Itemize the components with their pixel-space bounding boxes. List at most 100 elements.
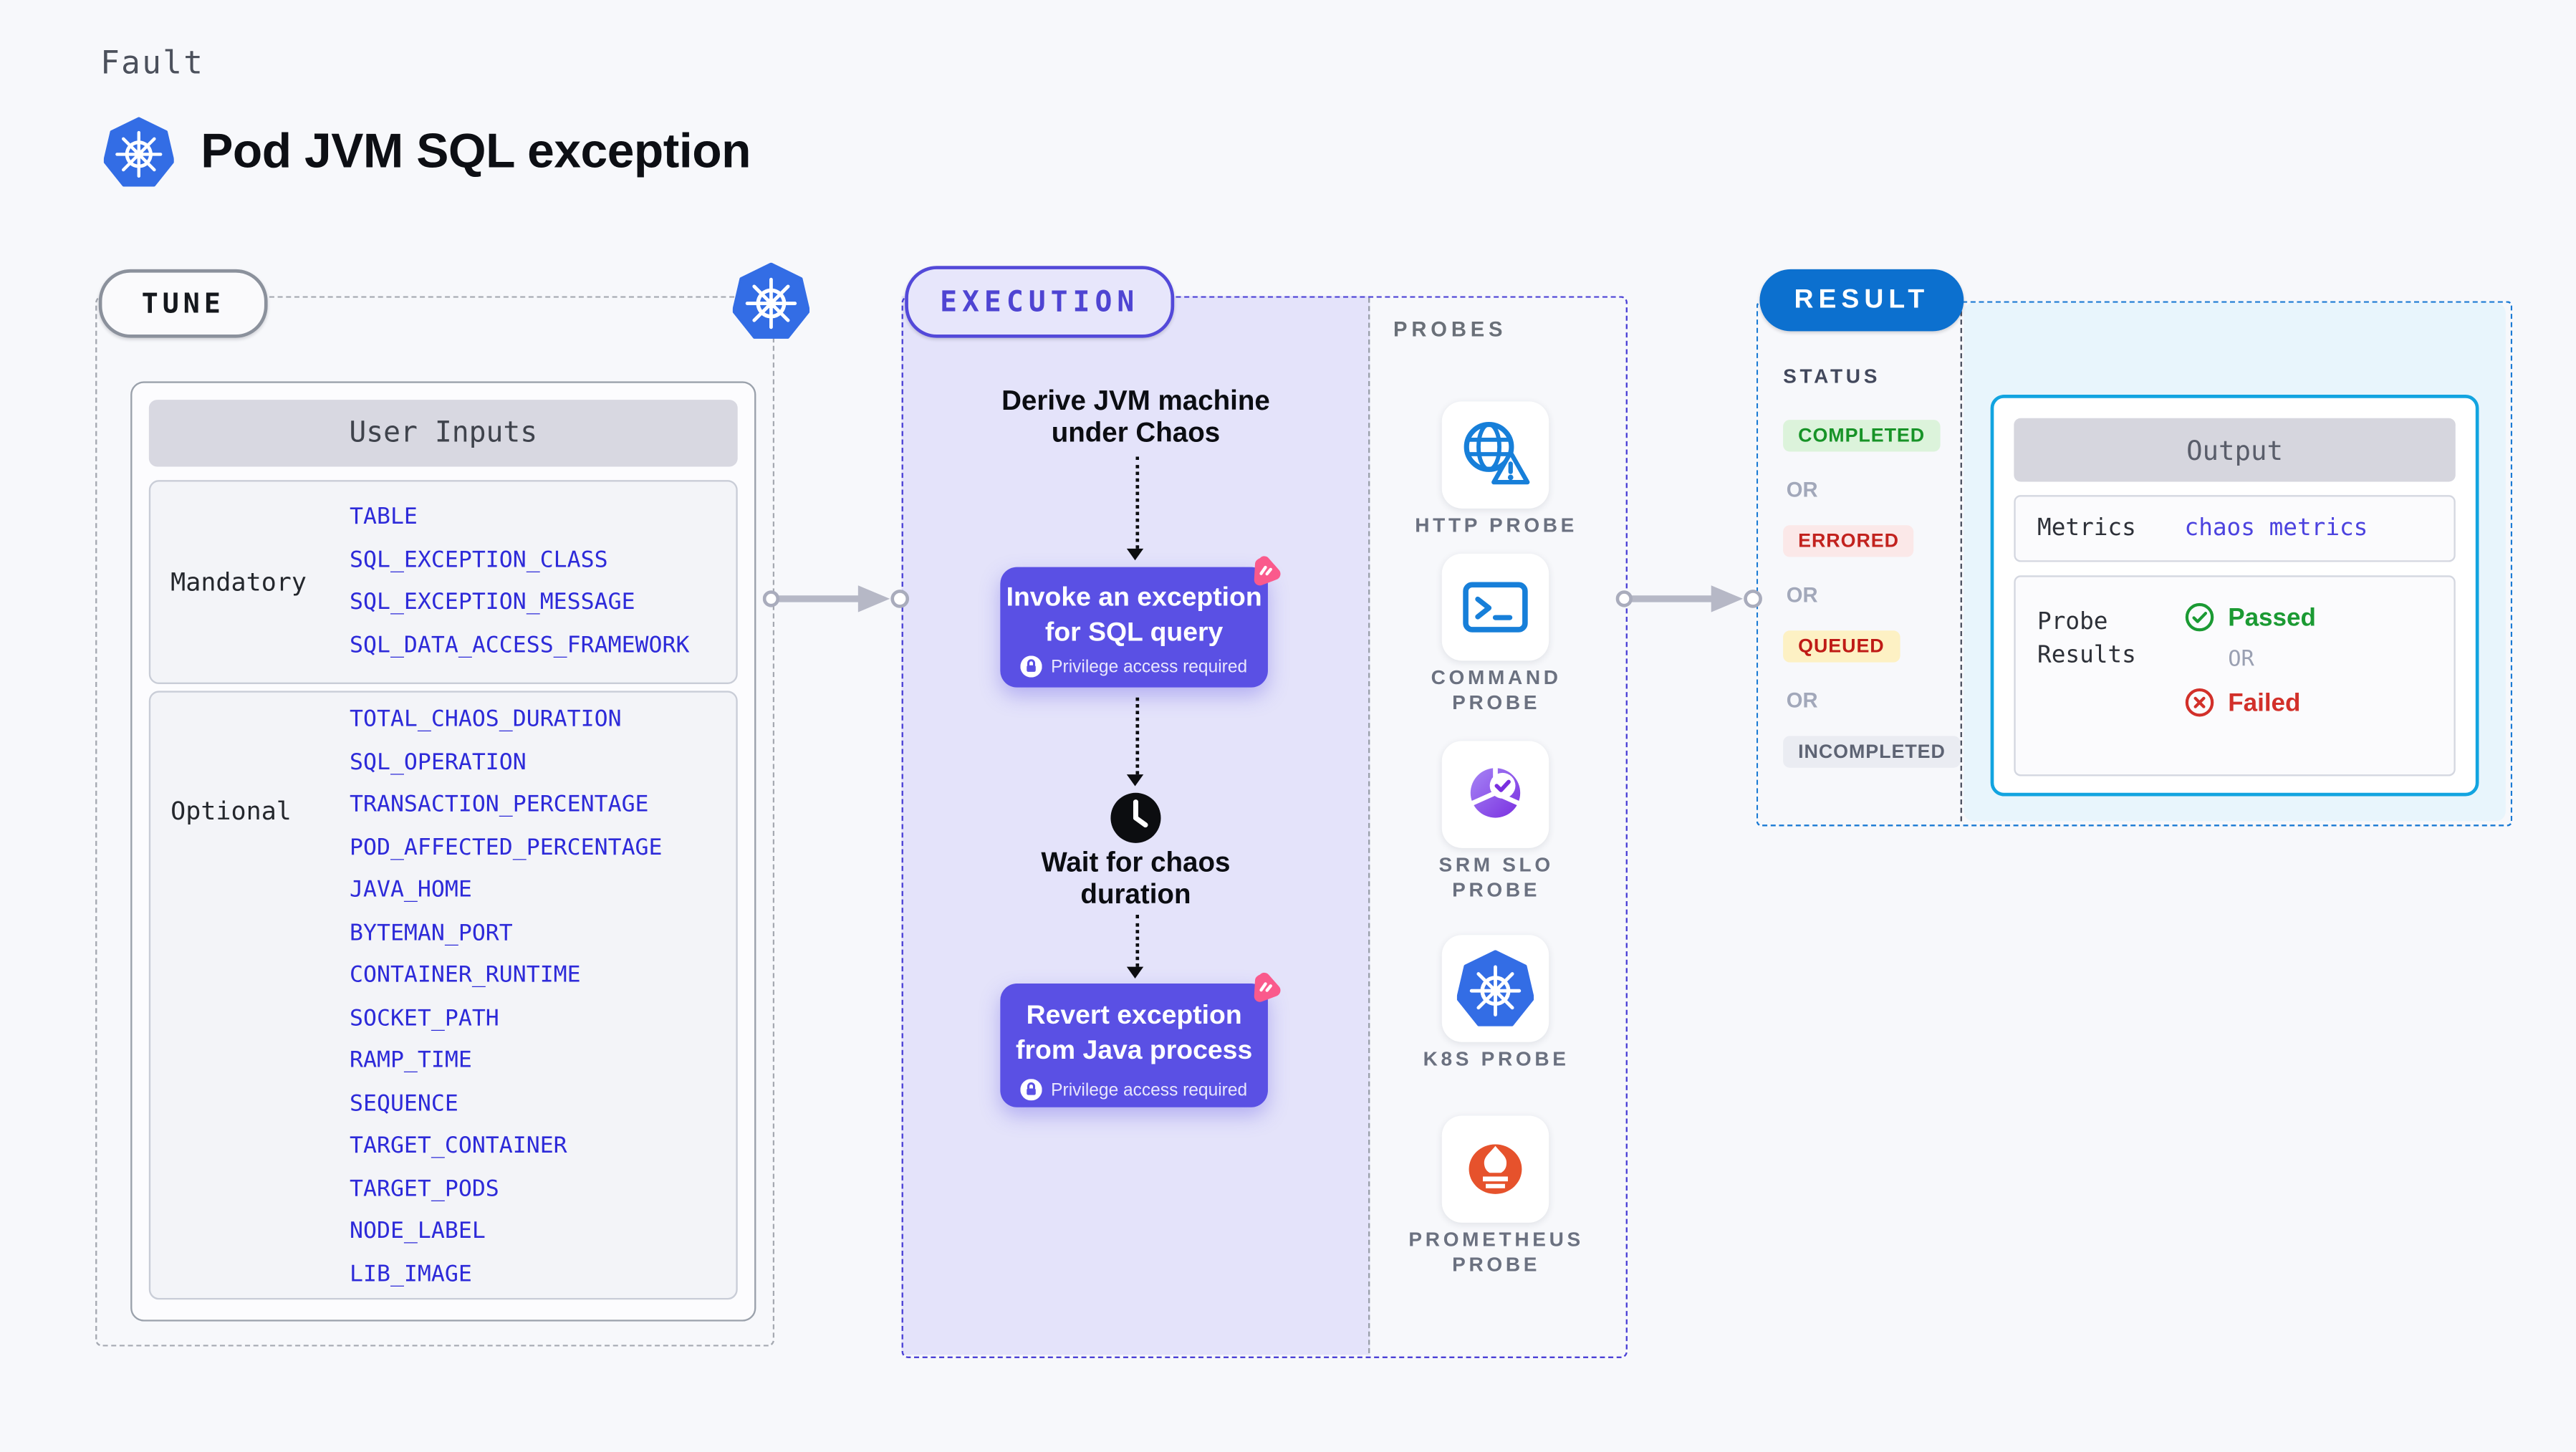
litmus-badge-icon: [1244, 966, 1287, 1009]
execution-flow: Derive JVM machine under Chaos Invoke an…: [902, 296, 1370, 1355]
result-section-frame: [1756, 301, 2513, 827]
probe-label: COMMAND PROBE: [1431, 665, 1562, 715]
input-var: TARGET_CONTAINER: [350, 1132, 567, 1160]
slo-check-icon: [1457, 756, 1534, 832]
page-title: Pod JVM SQL exception: [201, 124, 751, 178]
arrow-right-connector: [762, 585, 910, 612]
lock-icon: [1021, 655, 1042, 677]
output-header: Output: [2014, 418, 2456, 482]
probe-label: SRM SLO PROBE: [1438, 852, 1554, 902]
probes-heading: PROBES: [1393, 317, 1507, 342]
check-circle-icon: [2185, 602, 2215, 633]
prometheus-icon: [1457, 1130, 1534, 1207]
or-label: OR: [1786, 689, 1818, 713]
input-var: RAMP_TIME: [350, 1047, 472, 1074]
passed-row: Passed: [2185, 602, 2316, 633]
arrow-right-connector: [1615, 585, 1762, 612]
execution-section-frame: [901, 296, 1628, 1359]
passed-label: Passed: [2228, 602, 2316, 632]
input-var: TRANSACTION_PERCENTAGE: [350, 791, 649, 818]
input-var: SEQUENCE: [350, 1090, 458, 1117]
metrics-row: Metrics chaos metrics: [2014, 495, 2456, 562]
tune-section-pill: TUNE: [98, 269, 268, 338]
x-circle-icon: [2185, 688, 2215, 718]
terminal-icon: [1457, 569, 1534, 645]
input-var: CONTAINER_RUNTIME: [350, 961, 581, 989]
output-box: Output Metrics chaos metrics Probe Resul…: [1990, 395, 2479, 797]
input-var: BYTEMAN_PORT: [350, 919, 513, 946]
arrow-head: [1126, 774, 1144, 787]
input-var: SQL_EXCEPTION_CLASS: [350, 546, 608, 574]
probe-card-http: [1441, 401, 1549, 509]
probe-label: PROMETHEUS PROBE: [1408, 1227, 1584, 1276]
probe-results-values: Passed OR Failed: [2185, 577, 2316, 775]
execution-probes-divider: [1368, 297, 1370, 1354]
status-badge: QUEUED: [1783, 630, 1900, 663]
or-label: OR: [1786, 583, 1818, 607]
dotted-arrow-connector: [1135, 456, 1140, 549]
status-badge: ERRORED: [1783, 525, 1914, 557]
wait-step-text: Wait for chaos duration: [1041, 847, 1231, 910]
input-var: POD_AFFECTED_PERCENTAGE: [350, 833, 663, 861]
kubernetes-icon: [733, 263, 809, 340]
arrow-head: [1126, 548, 1144, 561]
user-inputs-card: User Inputs Mandatory TABLE SQL_EXCEPTIO…: [130, 381, 756, 1322]
failed-row: Failed: [2185, 688, 2316, 718]
probes-column: PROBES HTTP PROBE COMMAND PROBE SRM SLO …: [1368, 296, 1624, 1355]
input-var: SQL_OPERATION: [350, 748, 527, 776]
mandatory-inputs-row: Mandatory TABLE SQL_EXCEPTION_CLASS SQL_…: [148, 480, 738, 685]
input-var: TOTAL_CHAOS_DURATION: [350, 706, 622, 733]
probe-card-k8s: [1441, 935, 1549, 1042]
optional-items: TOTAL_CHAOS_DURATION SQL_OPERATION TRANS…: [350, 693, 736, 1302]
input-var: SQL_DATA_ACCESS_FRAMEWORK: [350, 632, 690, 659]
lock-icon: [1021, 1079, 1042, 1100]
input-var: SOCKET_PATH: [350, 1004, 499, 1032]
status-badge: INCOMPLETED: [1783, 736, 1961, 768]
metrics-label: Metrics: [2037, 515, 2136, 542]
optional-label: Optional: [170, 796, 292, 827]
privilege-note: Privilege access required: [1000, 1079, 1268, 1100]
dotted-arrow-connector: [1135, 915, 1140, 967]
input-var: NODE_LABEL: [350, 1217, 486, 1245]
optional-inputs-row: Optional TOTAL_CHAOS_DURATION SQL_OPERAT…: [148, 691, 738, 1302]
mandatory-label: Mandatory: [170, 567, 307, 597]
fault-category-label: Fault: [100, 45, 205, 82]
input-var: JAVA_HOME: [350, 876, 472, 903]
litmus-badge-icon: [1244, 550, 1287, 592]
input-var: TABLE: [350, 504, 418, 531]
globe-warning-icon: [1457, 416, 1534, 493]
execution-section-pill: EXECUTION: [905, 266, 1175, 338]
invoke-exception-step: Invoke an exception for SQL query Privil…: [1000, 567, 1268, 688]
user-inputs-header: User Inputs: [148, 400, 738, 467]
status-output-divider: [1960, 302, 1962, 822]
probe-label: K8S PROBE: [1423, 1047, 1570, 1071]
failed-label: Failed: [2228, 688, 2301, 717]
revert-exception-step: Revert exception from Java process Privi…: [1000, 984, 1268, 1107]
clock-icon: [1109, 791, 1163, 845]
derive-step-text: Derive JVM machine under Chaos: [1001, 386, 1270, 448]
probe-results-label: Probe Results: [2037, 608, 2136, 669]
status-heading: STATUS: [1783, 365, 1881, 388]
input-var: LIB_IMAGE: [350, 1260, 472, 1287]
kubernetes-icon: [1457, 950, 1534, 1027]
dotted-arrow-connector: [1135, 697, 1140, 775]
probe-card-srm-slo: [1441, 741, 1549, 848]
page-title-row: Pod JVM SQL exception: [104, 117, 751, 187]
metrics-value: chaos metrics: [2184, 515, 2368, 542]
status-badge: COMPLETED: [1783, 420, 1941, 452]
mandatory-items: TABLE SQL_EXCEPTION_CLASS SQL_EXCEPTION_…: [350, 481, 736, 682]
kubernetes-icon: [104, 117, 174, 187]
result-section-pill: RESULT: [1759, 269, 1964, 332]
probe-results-row: Probe Results Passed OR Failed: [2014, 575, 2456, 777]
or-label: OR: [1786, 478, 1818, 502]
input-var: SQL_EXCEPTION_MESSAGE: [350, 589, 635, 616]
privilege-note: Privilege access required: [1000, 655, 1268, 677]
or-label: OR: [2228, 647, 2254, 673]
arrow-head: [1126, 966, 1144, 979]
probe-card-command: [1441, 553, 1549, 661]
probe-card-prometheus: [1441, 1115, 1549, 1223]
probe-label: HTTP PROBE: [1415, 513, 1578, 537]
tune-section-frame: [95, 296, 775, 1347]
